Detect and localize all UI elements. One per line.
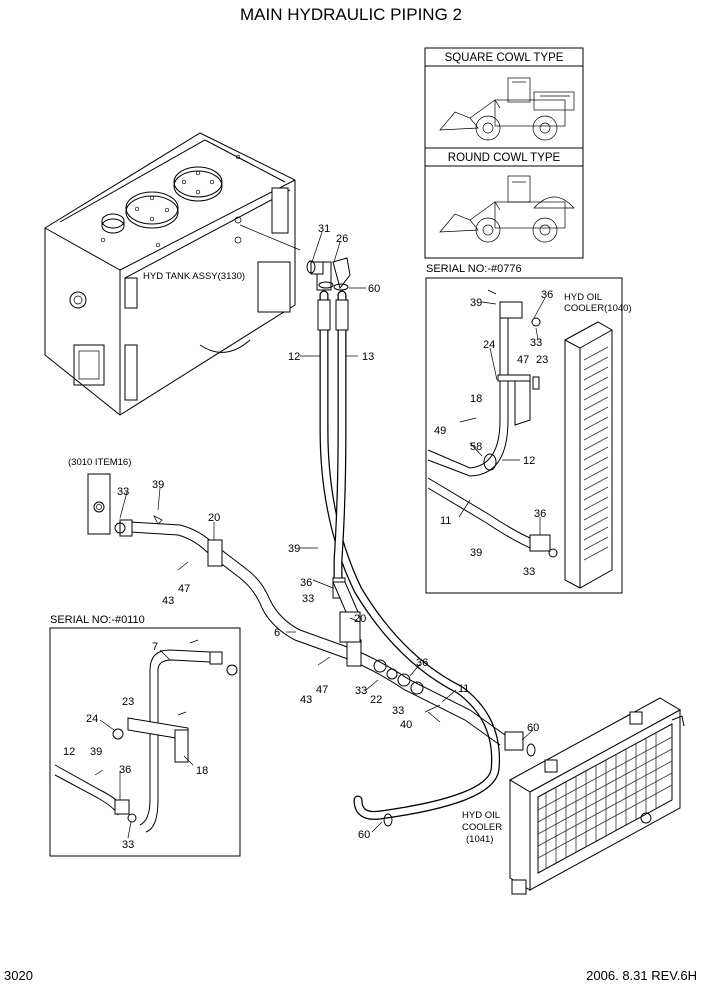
callout-39-inset-upper-a: 39 [470,297,482,309]
hydraulic-tank [44,132,301,416]
o-ring-31 [306,260,316,274]
callout-58-inset-upper: 58 [470,441,482,453]
callout-36-center: 36 [300,577,312,589]
callout-23-inset-upper: 23 [536,354,548,366]
callout-24-inset-lower: 24 [86,713,98,725]
callout-43-lower: 43 [300,694,312,706]
cooler-1040-label: HYD OIL COOLER(1040) [564,292,632,314]
date-revision: 2006. 8.31 REV.6H [586,968,697,983]
o-ring-33-inset [114,522,126,534]
cooler-1040-line1: HYD OIL [564,292,602,303]
wheel-loader-round-icon [439,175,575,243]
callout-36-inset-upper-a: 36 [541,289,553,301]
callout-33-lower-a: 33 [355,685,367,697]
callout-39-center: 39 [288,543,300,555]
callout-40: 40 [400,719,412,731]
callout-33-ref: 33 [117,486,129,498]
callout-7-inset-lower: 7 [152,641,158,653]
o-ring-60a [318,281,334,289]
callout-36-inset-lower: 36 [119,764,131,776]
callout-11: 11 [458,683,469,695]
callout-47-inset-upper: 47 [517,354,529,366]
callout-12-inset-upper: 12 [523,455,535,467]
callout-36-inset-upper-b: 36 [534,508,546,520]
callout-33-lower-b: 33 [392,705,404,717]
serial-upper-label: SERIAL NO:-#0776 [426,263,522,275]
callout-20-lower: 20 [354,613,366,625]
serial-0776-inset [425,277,623,594]
cooler-1040-line2: COOLER(1040) [564,303,632,314]
round-cowl-label: ROUND COWL TYPE [448,152,561,164]
callout-60-cooler: 60 [527,722,539,734]
callout-60-tank: 60 [368,283,380,295]
callout-24-inset-upper: 24 [483,339,495,351]
callout-18-inset-lower: 18 [196,765,208,777]
hose-12-13 [310,257,501,820]
cooler-1041-line3: (1041) [466,834,493,845]
ref-3010-label: (3010 ITEM16) [68,457,131,468]
callout-31: 31 [318,223,330,235]
o-ring-60-cooler [526,743,536,757]
callout-43-upper: 43 [162,595,174,607]
o-ring-60b [333,283,349,291]
callout-22: 22 [370,694,382,706]
hyd-tank-label: HYD TANK ASSY(3130) [143,271,245,282]
callout-6: 6 [274,627,280,639]
pipe-6 [119,519,524,751]
callout-23-inset-lower: 23 [122,696,134,708]
callout-labels: 31 26 60 12 13 33 39 20 43 47 39 36 33 2… [63,223,553,851]
callout-39-inset-upper-b: 39 [470,547,482,559]
cooler-1041-label: HYD OIL COOLER (1041) [462,810,502,845]
wheel-loader-square-icon [439,77,575,141]
callout-33-inset-lower: 33 [122,839,134,851]
cooler-1041-line1: HYD OIL [462,810,500,821]
callout-12: 12 [288,351,300,363]
callout-18-inset-upper: 18 [470,393,482,405]
callout-33-inset-upper-b: 33 [523,566,535,578]
callout-13: 13 [362,351,374,363]
leader-lines [99,231,546,839]
callout-39-inset-lower: 39 [90,746,102,758]
page-title: MAIN HYDRAULIC PIPING 2 [240,5,462,24]
callout-36-lower: 36 [416,657,428,669]
callout-12-inset-lower: 12 [63,746,75,758]
serial-lower-label: SERIAL NO:-#0110 [50,614,145,626]
o-ring-60-bottom [383,813,393,827]
callout-11-inset-upper: 11 [440,515,451,527]
callout-33-inset-upper-a: 33 [530,337,542,349]
ref-3010-block [87,473,111,535]
callout-39-ref: 39 [152,479,164,491]
square-cowl-label: SQUARE COWL TYPE [445,52,564,64]
callout-49-inset-upper: 49 [434,425,446,437]
callout-26: 26 [336,233,348,245]
hyd-oil-cooler-1041 [508,697,685,895]
cowl-type-box: SQUARE COWL TYPE ROUND COWL TYPE [424,47,584,259]
callout-47-upper: 47 [178,583,190,595]
callout-60-bottom: 60 [358,829,370,841]
cooler-1041-line2: COOLER [462,822,502,833]
callout-47-lower: 47 [316,684,328,696]
page-number: 3020 [4,968,33,983]
callout-33-center: 33 [302,593,314,605]
serial-0110-inset [49,627,241,857]
callout-20-upper: 20 [208,512,220,524]
